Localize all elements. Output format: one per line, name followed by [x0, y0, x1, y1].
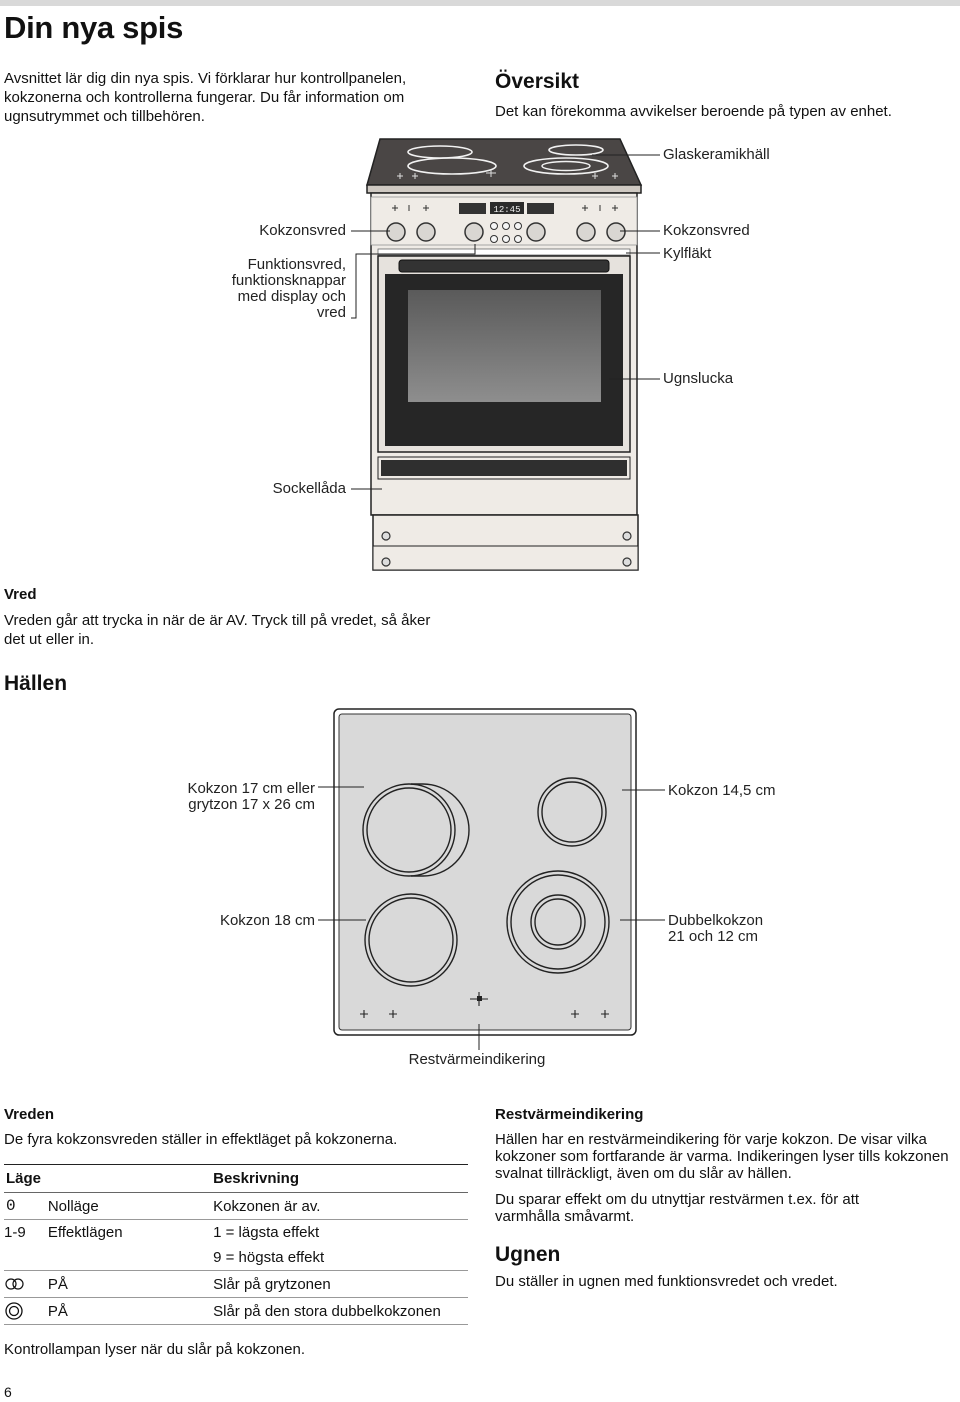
label-ugnslucka: Ugnslucka: [663, 370, 734, 387]
residual-text-2: Du sparar effekt om du utnyttjar restvär…: [495, 1191, 860, 1225]
table-row: PÅ Slår på den stora dubbelkokzonen: [4, 1297, 468, 1325]
desc-cell: 9 = högsta effekt: [213, 1244, 468, 1271]
table-row: 9 = högsta effekt: [4, 1244, 468, 1271]
desc-cell: Kokzonen är av.: [213, 1192, 468, 1220]
hob-diagram: [318, 708, 665, 1050]
table-header-lage: Läge: [4, 1164, 214, 1193]
label-zone-17: Kokzon 17 cm eller grytzon 17 x 26 cm: [187, 780, 315, 813]
intro-text: Avsnittet lär dig din nya spis. Vi förkl…: [4, 70, 407, 125]
stove-illustration: 12:45: [351, 138, 660, 571]
symbol-zero: 0: [4, 1192, 48, 1220]
oven-heading: Ugnen: [495, 1243, 561, 1266]
table-header-beskrivning: Beskrivning: [213, 1164, 468, 1193]
svg-text:12:45: 12:45: [493, 205, 520, 215]
vred-text: Vreden går att trycka in när de är AV. T…: [4, 612, 431, 648]
label-funktionsvred: Funktionsvred, funktionsknappar med disp…: [231, 256, 346, 321]
knob-settings-table: Läge Beskrivning 0 Nolläge Kokzonen är a…: [4, 1164, 468, 1325]
label-zone-18: Kokzon 18 cm: [219, 912, 315, 929]
label-sockellada: Sockellåda: [272, 480, 346, 497]
symbol-range: 1-9: [4, 1223, 26, 1241]
desc-cell: Slår på grytzonen: [213, 1270, 468, 1298]
mode-cell: Nolläge: [47, 1192, 214, 1220]
table-row: 1-9 Effektlägen 1 = lägsta effekt: [4, 1220, 468, 1245]
page-number: 6: [4, 1384, 12, 1400]
table-row: 0 Nolläge Kokzonen är av.: [4, 1192, 468, 1220]
label-residual: Restvärmeindikering: [408, 1051, 546, 1068]
label-kokzonsvred-left: Kokzonsvred: [259, 222, 346, 239]
label-glaskeramikhall: Glaskeramikhäll: [663, 146, 770, 163]
residual-text-1: Hällen har en restvärmeindikering för va…: [495, 1131, 949, 1182]
mode-cell: Effektlägen: [47, 1223, 123, 1241]
label-zone-dual: Dubbelkokzon 21 och 12 cm: [668, 912, 764, 945]
oven-text: Du ställer in ugnen med funktionsvredet …: [495, 1273, 838, 1290]
symbol-cell: [4, 1244, 48, 1271]
roaster-zone-icon: [4, 1270, 48, 1298]
knobs-heading: Vreden: [4, 1106, 55, 1123]
mode-cell: PÅ: [47, 1297, 214, 1325]
table-row: PÅ Slår på grytzonen: [4, 1270, 468, 1298]
residual-heading: Restvärmeindikering: [495, 1106, 644, 1123]
label-zone-145: Kokzon 14,5 cm: [668, 782, 776, 799]
desc-cell: Slår på den stora dubbelkokzonen: [213, 1297, 468, 1325]
hob-heading: Hällen: [4, 672, 68, 695]
mode-cell: [47, 1244, 214, 1271]
overview-subtitle: Det kan förekomma avvikelser beroende på…: [495, 103, 892, 120]
overview-heading: Översikt: [495, 70, 580, 93]
mode-cell: PÅ: [47, 1270, 214, 1298]
label-kokzonsvred-right: Kokzonsvred: [663, 222, 750, 239]
top-bar: [0, 0, 960, 6]
knobs-footer: Kontrollampan lyser när du slår på kokzo…: [4, 1341, 305, 1358]
page-title: Din nya spis: [4, 10, 184, 45]
knobs-text: De fyra kokzonsvreden ställer in effektl…: [4, 1131, 398, 1148]
label-kylflakt: Kylfläkt: [663, 245, 712, 262]
desc-cell: 1 = lägsta effekt: [213, 1223, 320, 1241]
dual-zone-icon: [4, 1297, 48, 1325]
vred-heading: Vred: [4, 586, 37, 603]
